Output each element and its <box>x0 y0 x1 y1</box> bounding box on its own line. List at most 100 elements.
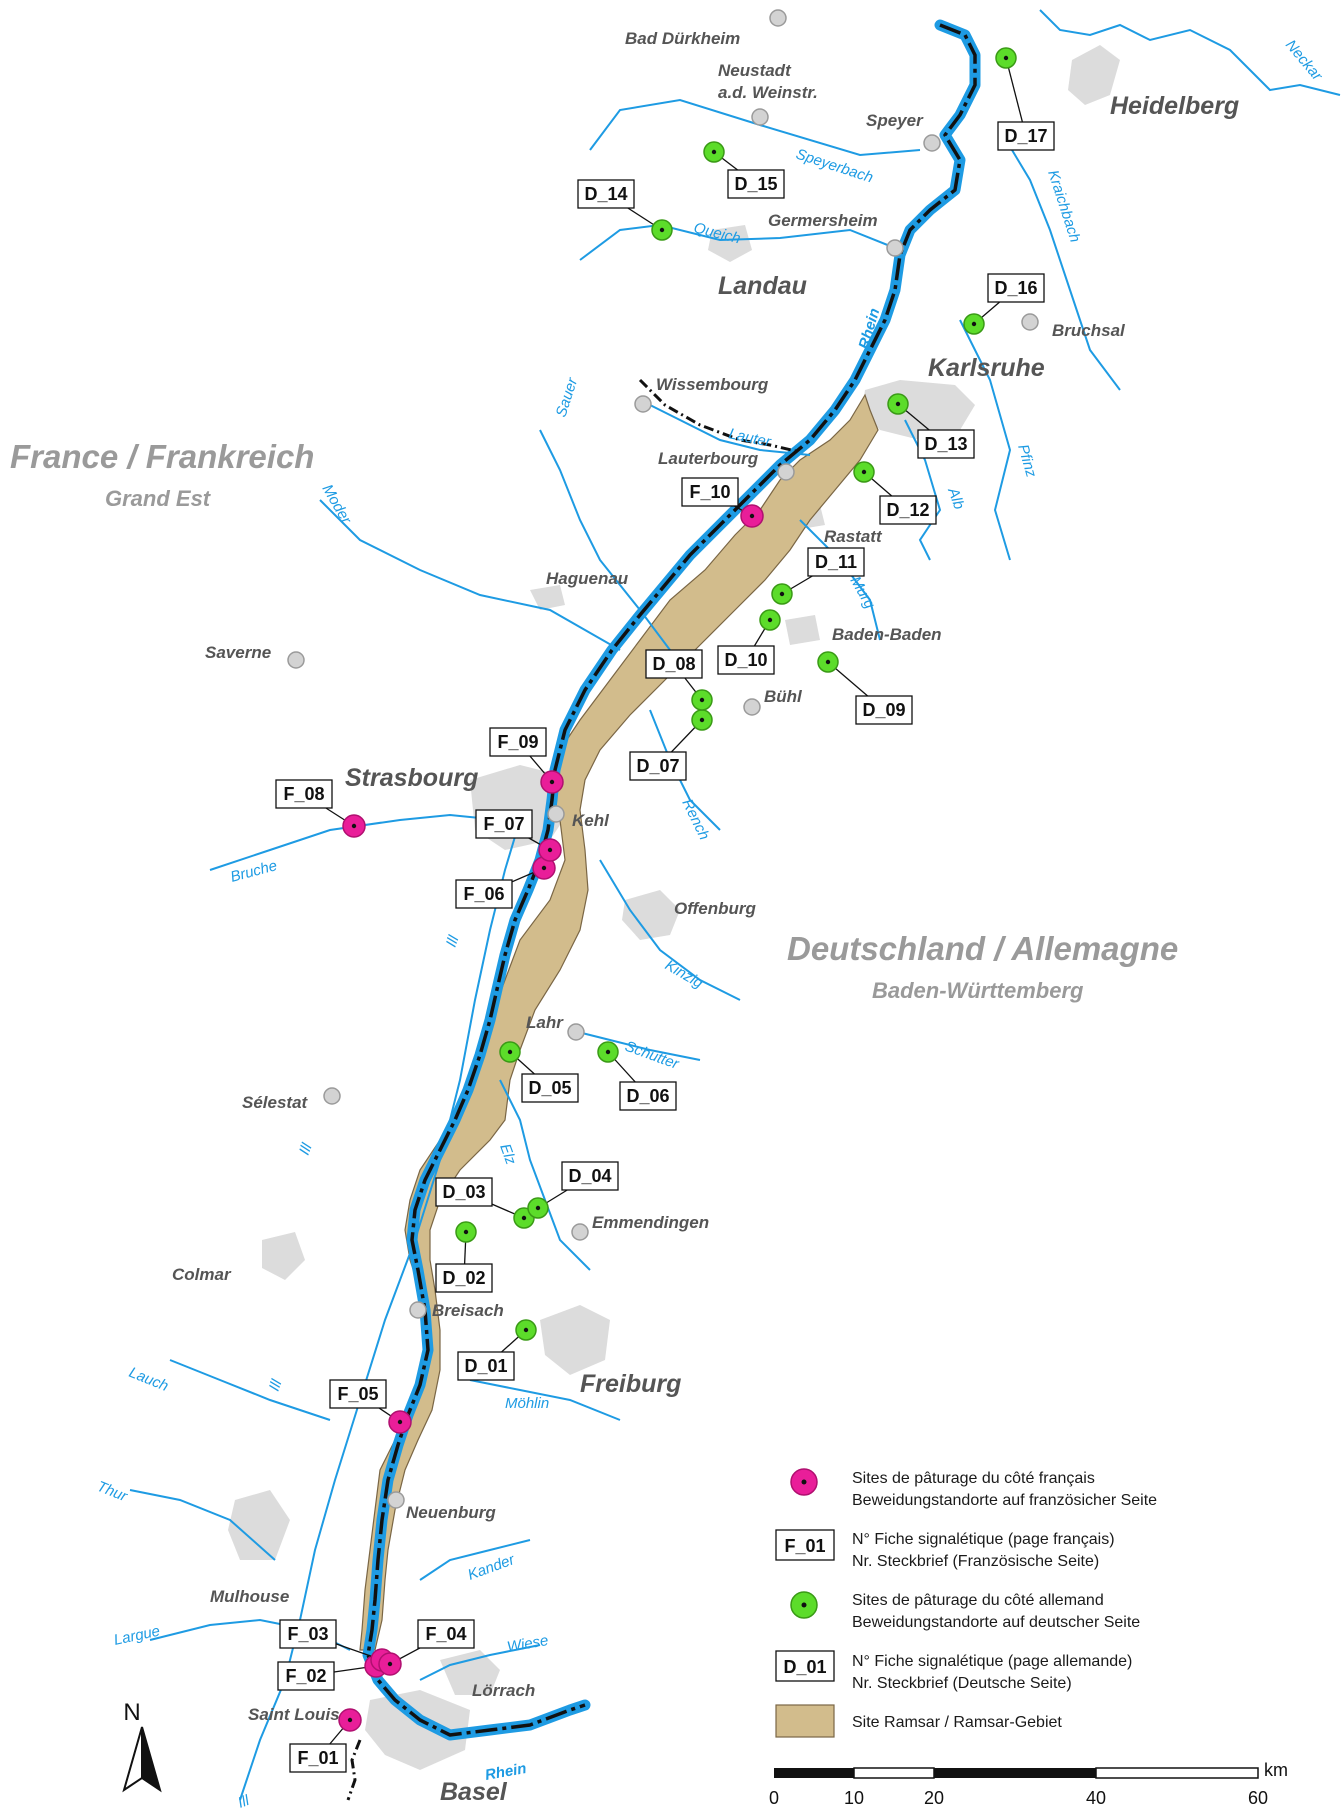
site-d-01-label-box[interactable] <box>457 1351 515 1381</box>
site-d-17-label: D_17 <box>1004 126 1047 146</box>
urban-freiburg <box>540 1305 610 1375</box>
urban-colmar <box>262 1232 305 1280</box>
site-f-05-label-box[interactable] <box>329 1379 387 1409</box>
river-label-ill-3: Ill <box>266 1377 286 1394</box>
legend-de-sites-1: Sites de pâturage du côté allemand <box>852 1592 1104 1609</box>
city-heidelberg: Heidelberg <box>1110 92 1239 120</box>
river-kraichbach <box>999 129 1121 391</box>
site-d-14-label-box[interactable] <box>577 179 635 209</box>
river-label-rhein-south: Rhein <box>484 1760 528 1784</box>
site-d-10-label-box[interactable] <box>717 645 775 675</box>
river-neckar <box>1039 9 1341 96</box>
site-d-15-label-box[interactable] <box>727 169 785 199</box>
site-d-08-label-box[interactable] <box>645 649 703 679</box>
river-label-kander: Kander <box>466 1551 518 1584</box>
dot-kehl <box>547 805 565 823</box>
site-d-13-label-box[interactable] <box>917 429 975 459</box>
river-queich <box>579 223 901 261</box>
scale-tick-60: 60 <box>1248 1788 1268 1808</box>
site-f-08-label-box[interactable] <box>275 779 333 809</box>
site-d-16-label-box[interactable] <box>987 273 1045 303</box>
site-f-03-label: F_03 <box>287 1624 328 1644</box>
river-lauter <box>639 399 811 456</box>
site-d-02-label-box[interactable] <box>435 1263 493 1293</box>
legend-fr-site-dot <box>801 1479 807 1485</box>
site-d-09-label-box[interactable] <box>855 695 913 725</box>
site-d-03-label: D_03 <box>442 1182 485 1202</box>
site-d-15-label: D_15 <box>734 174 777 194</box>
site-f-01-label-box[interactable] <box>289 1743 347 1773</box>
site-d-15-marker-dot <box>711 149 717 155</box>
north-arrow-label: N <box>123 1699 140 1726</box>
urban-mulhouse <box>228 1490 290 1560</box>
legend-de-label-2: Nr. Steckbrief (Deutsche Seite) <box>852 1675 1072 1692</box>
river-moehlin <box>469 1379 621 1421</box>
border-north <box>638 378 801 454</box>
site-d-05-label-box[interactable] <box>521 1073 579 1103</box>
legend-de-label-box <box>775 1650 835 1682</box>
site-d-04-label-box[interactable] <box>561 1161 619 1191</box>
site-f-04-label: F_04 <box>425 1624 466 1644</box>
region-germany: Deutschland / Allemagne <box>787 930 1178 967</box>
river-label-alb: Alb <box>944 485 968 512</box>
dot-bad-duerkheim <box>769 9 787 27</box>
site-f-07-label-box[interactable] <box>475 809 533 839</box>
river-label-elz: Elz <box>496 1142 519 1168</box>
river-label-lauch: Lauch <box>127 1364 171 1395</box>
dot-neuenburg <box>387 1491 405 1509</box>
site-d-10-marker-dot <box>767 617 773 623</box>
site-d-04-label: D_04 <box>568 1166 611 1186</box>
town-buehl: Bühl <box>764 687 803 706</box>
dot-germersheim <box>886 239 904 257</box>
site-f-09-label-box[interactable] <box>489 727 547 757</box>
city-rastatt: Rastatt <box>824 527 883 546</box>
river-murg <box>799 519 881 641</box>
scale-tick-0: 0 <box>769 1788 779 1808</box>
river-pfinz <box>959 319 1012 561</box>
river-label-kinzig: Kinzig <box>662 957 706 992</box>
site-f-06-marker-dot <box>541 865 547 871</box>
site-d-06-label-box[interactable] <box>619 1081 677 1111</box>
site-f-04-label-box[interactable] <box>417 1619 475 1649</box>
river-thur <box>129 1489 276 1561</box>
dot-lahr <box>567 1023 585 1041</box>
site-d-03-label-box[interactable] <box>435 1177 493 1207</box>
site-d-16-marker-dot <box>971 321 977 327</box>
river-label-murg: Murg <box>847 574 879 613</box>
legend-de-site-dot <box>801 1602 807 1608</box>
north-arrow: N <box>122 1699 162 1793</box>
site-f-06-label: F_06 <box>463 884 504 904</box>
site-d-13-marker-dot <box>895 401 901 407</box>
town-dots <box>287 9 1039 1509</box>
scale-tick-10: 10 <box>844 1788 864 1808</box>
legend-fr-label-box <box>775 1529 835 1561</box>
town-germersheim: Germersheim <box>768 211 878 230</box>
site-f-06-label-box[interactable] <box>455 879 513 909</box>
site-f-02-label-box[interactable] <box>277 1661 335 1691</box>
scale-seg-2 <box>853 1767 935 1779</box>
legend-ramsar: Site Ramsar / Ramsar-Gebiet <box>852 1714 1062 1731</box>
city-mulhouse: Mulhouse <box>210 1587 289 1606</box>
site-d-02-label: D_02 <box>442 1268 485 1288</box>
dot-bruchsal <box>1021 313 1039 331</box>
site-d-14-label: D_14 <box>584 184 627 204</box>
site-d-07-label-box[interactable] <box>629 751 687 781</box>
site-d-11-label-box[interactable] <box>807 547 865 577</box>
dot-selestat <box>323 1087 341 1105</box>
site-d-13-label: D_13 <box>924 434 967 454</box>
site-d-17-label-box[interactable] <box>997 121 1055 151</box>
urban-areas <box>228 45 1120 1770</box>
site-d-12-label-box[interactable] <box>879 495 937 525</box>
site-f-10-label-box[interactable] <box>681 477 739 507</box>
site-f-03-label-box[interactable] <box>279 1619 337 1649</box>
dot-lauterbourg <box>777 463 795 481</box>
region-france: France / Frankreich <box>10 438 314 475</box>
river-lauch <box>169 1359 331 1421</box>
site-f-09-marker-dot <box>549 779 555 785</box>
site-f-08-marker-dot <box>351 823 357 829</box>
river-label-neckar: Neckar <box>1282 37 1326 85</box>
site-f-02-label: F_02 <box>285 1666 326 1686</box>
site-f-01-label: F_01 <box>297 1748 338 1768</box>
river-label-speyerbach: Speyerbach <box>794 146 875 187</box>
